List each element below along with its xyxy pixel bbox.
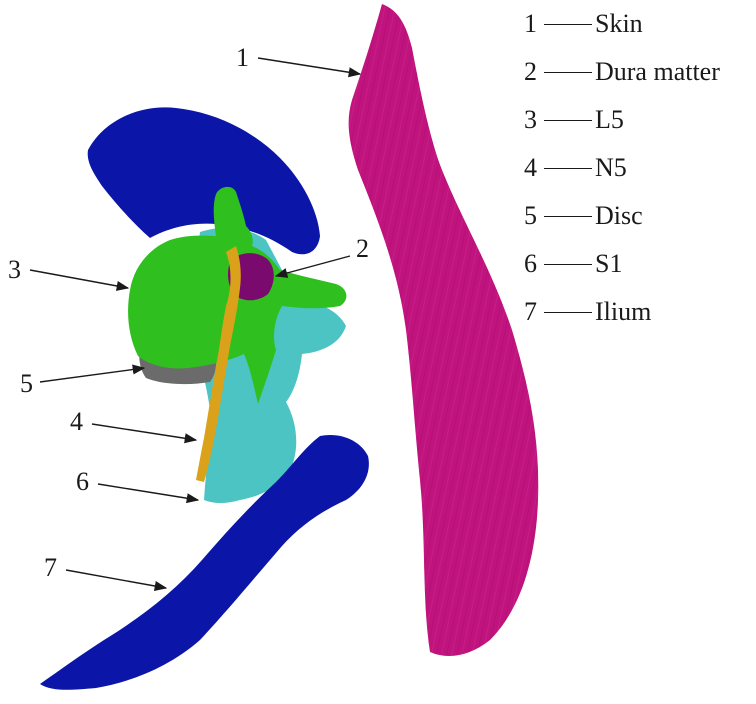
legend-item-n5: 4 N5 xyxy=(524,151,627,185)
legend-item-skin: 1 Skin xyxy=(524,7,643,41)
callout-number-4: 4 xyxy=(70,407,83,436)
legend-item-disc: 5 Disc xyxy=(524,199,643,233)
callout-arrow-2 xyxy=(274,255,351,278)
legend-number: 4 xyxy=(524,153,537,182)
legend-label: Disc xyxy=(595,201,643,230)
callout-arrow-5 xyxy=(39,364,146,383)
legend-connector xyxy=(544,119,592,121)
legend-label: Dura matter xyxy=(595,57,720,86)
legend-number: 3 xyxy=(524,105,537,134)
legend-item-dura-matter: 2 Dura matter xyxy=(524,55,720,89)
callout-number-7: 7 xyxy=(44,553,57,582)
legend-label: N5 xyxy=(595,153,627,182)
legend-label: S1 xyxy=(595,249,623,278)
legend-number: 2 xyxy=(524,57,537,86)
legend-label: Ilium xyxy=(595,297,652,326)
ilium-upper-shape xyxy=(87,107,320,255)
callout-number-6: 6 xyxy=(76,467,89,496)
legend-number: 1 xyxy=(524,9,537,38)
legend-connector xyxy=(544,263,592,265)
callout-number-5: 5 xyxy=(20,369,33,398)
legend-connector xyxy=(544,311,592,313)
callout-number-2: 2 xyxy=(356,234,369,263)
callout-arrow-6 xyxy=(97,483,200,504)
legend-item-l5: 3 L5 xyxy=(524,103,624,137)
legend-number: 7 xyxy=(524,297,537,326)
skin-texture xyxy=(348,4,539,656)
legend-item-s1: 6 S1 xyxy=(524,247,622,281)
legend-item-ilium: 7 Ilium xyxy=(524,295,651,329)
n5-shape xyxy=(196,246,241,482)
legend-connector xyxy=(544,167,592,169)
callout-arrow-7 xyxy=(65,569,168,591)
callout-arrow-3 xyxy=(29,269,130,291)
callout-arrow-4 xyxy=(91,423,198,444)
legend-number: 5 xyxy=(524,201,537,230)
legend-connector xyxy=(544,23,592,25)
legend-label: L5 xyxy=(595,105,624,134)
legend-connector xyxy=(544,215,592,217)
ilium-lower-shape xyxy=(40,434,369,690)
callout-number-1: 1 xyxy=(236,43,249,72)
legend-number: 6 xyxy=(524,249,537,278)
callout-arrow-1 xyxy=(257,57,362,78)
legend-connector xyxy=(544,71,592,73)
legend-label: Skin xyxy=(595,9,643,38)
callout-number-3: 3 xyxy=(8,255,21,284)
